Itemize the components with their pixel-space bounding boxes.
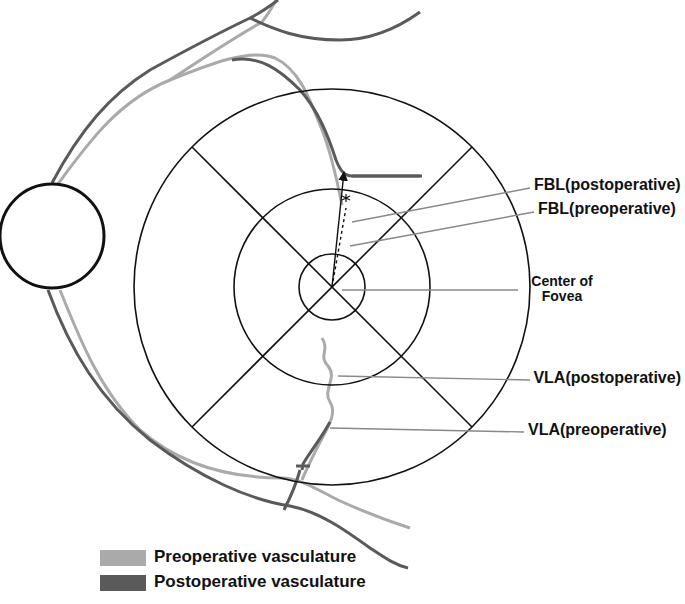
fbl-preoperative-label: FBL(preoperative)	[538, 200, 676, 218]
fovea-center-label: Center of Fovea	[522, 274, 602, 305]
leader-lines	[330, 188, 534, 432]
vla-preoperative-label: VLA(preoperative)	[528, 421, 667, 439]
legend-text: Postoperative vasculature	[154, 572, 366, 592]
asterisk-mark	[342, 194, 350, 202]
vla-postoperative-label: VLA(postoperative)	[533, 369, 681, 387]
fbl-postoperative-line	[332, 172, 344, 287]
legend-swatch	[100, 550, 146, 566]
etdrs-grid	[134, 89, 530, 485]
optic-disc	[0, 184, 104, 288]
fbl-preoperative-line	[332, 208, 346, 287]
legend-swatch	[100, 575, 146, 591]
fbl-postoperative-label: FBL(postoperative)	[534, 176, 681, 194]
legend-text: Preoperative vasculature	[154, 547, 356, 567]
preoperative-vessels	[58, 0, 410, 528]
